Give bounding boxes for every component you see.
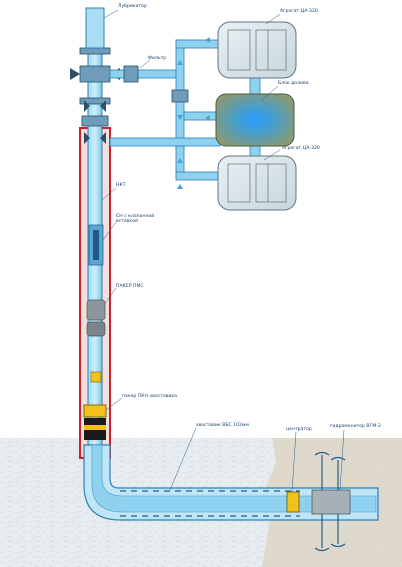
sleeve-yellow	[90, 371, 102, 383]
packer-pkn-band	[84, 425, 106, 430]
label-lubricator: Лубрикатор	[118, 4, 147, 9]
mixing-block	[215, 93, 295, 147]
line-unit-bottom-feed	[175, 171, 221, 181]
unit-top	[217, 21, 297, 79]
label-centralizer: центратор	[286, 427, 312, 432]
label-liner: хвостовик ВБС 102мм	[196, 423, 249, 428]
leader-lines	[101, 9, 345, 493]
line-to-unit-top	[175, 39, 221, 49]
packer-pms-2	[86, 321, 106, 337]
hydromonitor	[311, 489, 351, 515]
line-from-mix	[109, 137, 221, 147]
flow-arrows	[177, 37, 210, 189]
label-nkt: НКТ	[116, 183, 126, 188]
filter-box	[123, 65, 139, 83]
sn-valve-core	[93, 230, 99, 260]
label-packer-pkn: пакер ПКН хвостовика	[122, 394, 177, 399]
lubricator	[85, 7, 105, 49]
unit-bottom	[217, 155, 297, 211]
label-unit-top: Агрегат ЦА-320	[280, 9, 318, 14]
line-to-mix	[183, 111, 221, 121]
manifold-valve	[171, 89, 189, 103]
packer-pms	[86, 299, 106, 321]
jet-arrows	[314, 451, 346, 552]
label-hydromonitor: гидромонитор ВГМ-2	[330, 424, 381, 429]
label-filter: Фильтр	[148, 56, 167, 61]
centralizer	[286, 491, 300, 513]
label-packer-pms: ПАКЕР ПМС	[116, 284, 144, 289]
label-unit-bottom: Агрегат ЦА-320	[282, 146, 320, 151]
filter-line	[109, 69, 181, 79]
packer-pkn	[83, 404, 107, 418]
label-mixing-block: Блок долива	[278, 81, 309, 86]
label-sn-valve: СН с клапанной вставкой	[116, 214, 155, 224]
